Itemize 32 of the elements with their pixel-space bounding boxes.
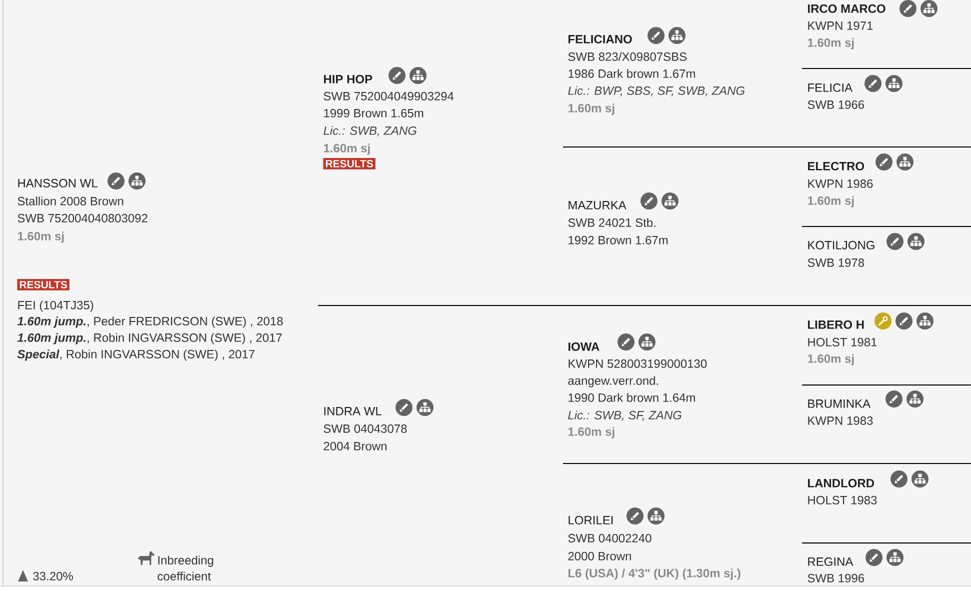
node-label: 1.60m jump., Peder FREDRICSON (SWE) , 2018: [17, 316, 283, 328]
node-label: Special, Robin INGVARSSON (SWE) , 2017: [17, 350, 254, 361]
node-label: HIP HOP: [324, 74, 372, 84]
node-label: SWB 752004040803092: [18, 214, 148, 222]
pedigree-entry: ELECTRO KWPN 1986 1.60m sj: [808, 162, 873, 208]
node-label: 1.60m sj: [324, 144, 370, 155]
text-label: Inbreeding coefficient: [158, 556, 214, 580]
pedigree-entry: REGINA SWB 1996: [808, 557, 864, 582]
pedigree-entry: BRUMINKA KWPN 1983: [808, 400, 873, 425]
node-label: 1.60m sj: [18, 232, 64, 243]
pedigree-entry: FELICIA SWB 1966: [808, 83, 864, 109]
node-label: Lic.: SWB, ZANG: [324, 126, 416, 136]
node-label: FEI (104TJ35): [18, 300, 94, 312]
value-label: 33.20%: [33, 572, 73, 580]
results-badge: RESULTS: [323, 158, 376, 170]
results-badge: RESULTS: [17, 278, 70, 290]
node-label: 1999 Brown 1.65m: [324, 108, 424, 118]
pedigree-entry: IRCO MARCO KWPN 1971 1.60m sj: [808, 4, 886, 50]
pedigree-entry: FELICIANO SWB 823/X09807SBS 1986 Dark brown 1.67m Lic.: BWP, SBS, SF, SWB, ZANG 1.60m sj: [568, 34, 745, 115]
node-label: HANSSON WL: [18, 178, 98, 188]
pedigree-entry: HIP HOP SWB 752004049903294 1999 Brown 1.65m Lic.: SWB, ZANG 1.60m sj RESULTS: [323, 74, 454, 170]
pedigree-entry: IOWA KWPN 528003199000130 aangew.verr.ond. 1990 Dark brown 1.64m Lic.: SWB, SF, ZANG 1.60m sj: [568, 342, 707, 438]
pedigree-entry: KOTILJONG SWB 1978: [808, 240, 874, 267]
pedigree-entry: LANDLORD HOLST 1983: [808, 478, 877, 504]
pedigree-entry: INDRA WL SWB 04043078 2004 Brown: [324, 407, 407, 450]
pedigree-entry: LIBERO H HOLST 1981 1.60m sj: [808, 320, 877, 366]
node-label: SWB 752004049903294: [324, 92, 454, 100]
node-label: 1.60m jump., Robin INGVARSSON (SWE) , 2017: [17, 333, 282, 344]
pedigree-entry: MAZURKA SWB 24021 Stb. 1992 Brown 1.67m: [568, 201, 668, 244]
pedigree-entry: LORILEI SWB 04002240 2000 Brown L6 (USA) / 4'3" (UK) (1.30m sj.): [568, 516, 740, 580]
node-label: Stallion 2008 Brown: [18, 196, 124, 206]
pedigree-entry: HANSSON WL Stallion 2008 Brown SWB 752004040803092 1.60m sj RESULTS FEI (104TJ35) 1.60m jump., Peder FREDRICSON (SWE) , 2018 1.60m jump., Robin INGVARSSON (SWE) , 2017 Special, Robin INGVARSSON (SWE) , 2017: [17, 178, 283, 361]
